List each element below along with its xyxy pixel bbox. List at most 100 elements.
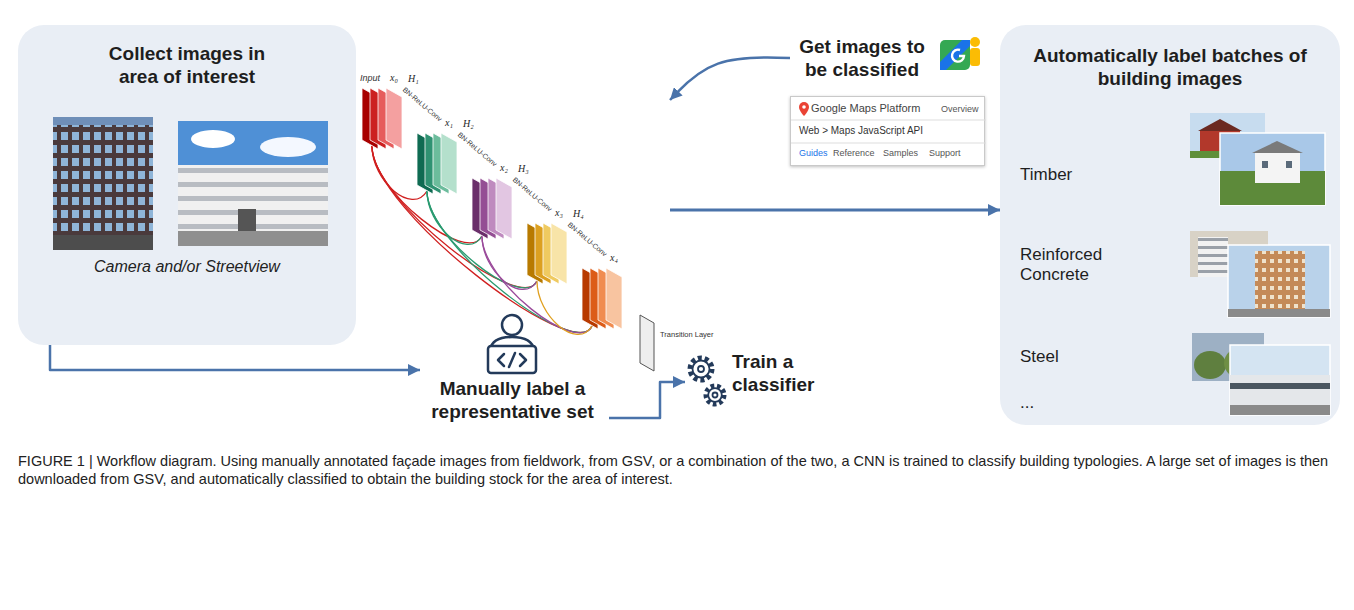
maps-icon-part <box>970 48 980 66</box>
gear-icon-part <box>713 393 718 398</box>
text-slot: x₁ <box>445 117 453 129</box>
building-photos-part <box>1255 153 1300 183</box>
screenshot-text: Google Maps Platform <box>811 102 920 115</box>
transition-layer <box>640 315 654 371</box>
text-slot: Timber <box>1020 165 1072 185</box>
figure-caption: FIGURE 1 | Workflow diagram. Using manua… <box>18 452 1336 488</box>
text-slot: Input <box>360 73 380 84</box>
feature-map-stack-part <box>496 178 512 239</box>
text-slot: Guides <box>799 148 828 159</box>
panel-text: ... <box>1020 393 1034 413</box>
person-icon <box>420 312 605 376</box>
gear-icon-part <box>706 386 724 404</box>
text-slot: Samples <box>883 148 918 159</box>
feature-map-stack <box>472 178 512 239</box>
feature-map-stack-part <box>606 268 622 329</box>
building-photos-part <box>1286 161 1292 168</box>
building-photos-part <box>178 121 328 246</box>
person-icon-part <box>520 354 526 366</box>
person-icon-part <box>509 353 515 367</box>
maps-icon-part <box>940 40 970 70</box>
building-photos <box>48 117 333 250</box>
text-slot: BN-ReLU-Conv <box>461 131 510 139</box>
building-photos <box>1180 113 1335 418</box>
gear-icon <box>685 353 729 415</box>
feature-map-stack-part <box>441 133 457 194</box>
maps-icon <box>938 32 984 80</box>
text-slot: ... <box>1020 393 1034 413</box>
text-slot: H₃ <box>518 163 529 175</box>
step-title: Train a classifier <box>732 351 828 397</box>
gear-icon-part <box>698 366 704 372</box>
screenshot-text: Overview <box>941 104 979 115</box>
layer-label: Input <box>360 73 380 84</box>
text-slot: FIGURE 1 | Workflow diagram. Using manua… <box>18 452 1336 488</box>
layer-symbol: x₃ <box>555 207 563 219</box>
layer-label: Transition Layer <box>660 330 714 339</box>
feature-map-stack <box>417 133 457 194</box>
text-slot: Automatically label batches of building … <box>1010 45 1330 91</box>
text-slot: Manually label a representative set <box>420 378 605 424</box>
screenshot-text: Samples <box>883 148 918 159</box>
connector-arrow <box>670 57 790 100</box>
building-photos-part <box>53 125 153 237</box>
screenshot-text: Support <box>929 148 961 159</box>
panel-text: Automatically label batches of building … <box>1010 45 1330 91</box>
building-photos-part <box>1255 251 1305 311</box>
person-icon-part <box>502 315 522 335</box>
step-heading: Manually label a representative set <box>420 312 609 430</box>
feature-map-stack-part <box>386 88 402 149</box>
gear-icon-part <box>690 358 712 380</box>
text-slot: Get images to be classified <box>792 36 932 82</box>
operation-label: BN-ReLU-Conv <box>401 86 444 124</box>
layer-symbol: H₂ <box>463 118 474 130</box>
text-slot: x₀ <box>390 72 398 84</box>
panel-text: Steel <box>1020 347 1059 367</box>
text-slot: Transition Layer <box>660 330 714 339</box>
layer-symbol: x₄ <box>610 252 618 264</box>
text-slot: BN-ReLU-Conv <box>571 221 620 229</box>
building-photos-part <box>1230 383 1330 389</box>
connector-arrow <box>609 382 685 418</box>
person-icon-part <box>488 315 536 373</box>
building-photos-part <box>1194 351 1226 379</box>
feature-map-stack <box>582 268 622 329</box>
building-photos-part <box>1198 237 1228 277</box>
maps-icon-part <box>970 37 980 47</box>
building-photos-part <box>178 165 328 231</box>
step-title: Manually label a representative set <box>420 378 605 424</box>
panel-text: Camera and/or Streetview <box>28 257 346 276</box>
feature-map-stack-part <box>551 223 567 284</box>
screenshot-chrome-part <box>802 105 806 109</box>
text-slot: H₄ <box>573 208 584 220</box>
screenshot-text: Web > Maps JavaScript API <box>799 125 923 137</box>
building-photos-part <box>1220 133 1325 205</box>
panel-text: Reinforced Concrete <box>1020 245 1160 286</box>
text-slot: BN-ReLU-Conv <box>516 176 565 184</box>
building-photos-part <box>1230 375 1330 405</box>
text-slot: Steel <box>1020 347 1059 367</box>
building-photos-part <box>1262 161 1268 168</box>
building-photos-part <box>53 117 153 250</box>
text-slot: Reinforced Concrete <box>1020 245 1160 286</box>
text-slot: Overview <box>941 104 979 115</box>
operation-label: BN-ReLU-Conv <box>566 221 609 259</box>
screenshot-text: Guides <box>799 148 828 159</box>
maps-icon-part <box>952 50 964 62</box>
text-slot: Train a classifier <box>732 351 828 397</box>
building-photos-part <box>1230 345 1330 415</box>
panel-text: Collect images in area of interest <box>87 43 287 89</box>
text-slot: H₁ <box>408 73 419 85</box>
building-photos-part <box>1252 141 1303 153</box>
cnn-network: Input <box>358 62 670 362</box>
text-slot: Collect images in area of interest <box>87 43 287 89</box>
connector-arrow <box>50 345 420 370</box>
text-slot: H₂ <box>463 118 474 130</box>
person-icon-part <box>488 346 536 373</box>
building-photos-part <box>1228 309 1330 317</box>
building-photos-part <box>238 209 256 231</box>
text-slot: x₃ <box>555 207 563 219</box>
